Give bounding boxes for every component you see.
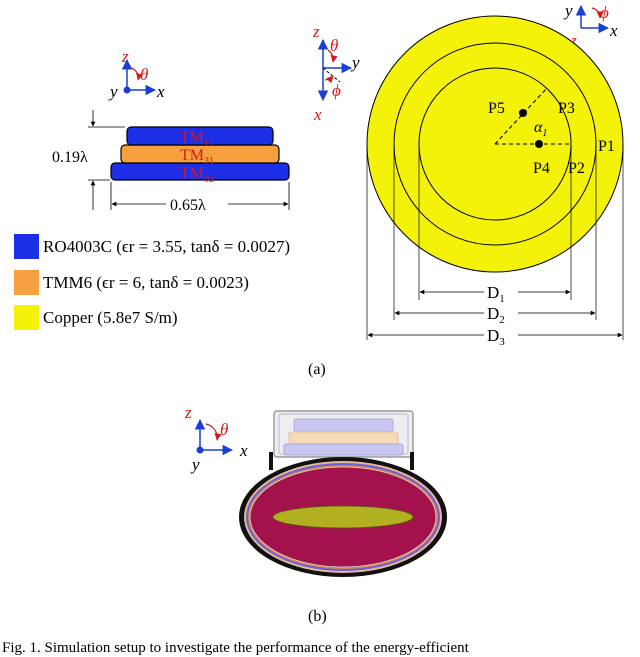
height-label: 0.19λ (52, 149, 88, 166)
legend-swatch-blue (14, 234, 39, 259)
axes-right: y ϕ z x (563, 1, 618, 49)
figure-canvas: z θ y x TM11 TM31 TM02 0.19λ 0.65λ RO400… (14, 1, 624, 625)
dim-label-d2: D2 (487, 304, 505, 326)
figure-caption: Fig. 1. Simulation setup to investigate … (2, 640, 469, 656)
width-label: 0.65λ (170, 197, 206, 214)
theta-label: θ (330, 36, 338, 55)
port-p5-dot (519, 109, 527, 117)
body-phantom-model (239, 410, 447, 577)
layer-middle-faded (288, 431, 399, 445)
angle-label-alpha: α1 (534, 119, 547, 139)
axes-middle: z θ y ϕ x (312, 22, 360, 124)
port-label-p5: P5 (488, 100, 505, 117)
y-label: y (563, 1, 573, 20)
axes-left: z θ y x (108, 47, 165, 101)
x-label: x (609, 21, 618, 40)
port-p4-dot (535, 140, 543, 148)
theta-arc (205, 423, 222, 441)
panel-label-b: (b) (308, 608, 327, 625)
phantom-inner-organ (272, 505, 414, 529)
port-label-p2: P2 (568, 160, 585, 177)
mode-label-middle: TM31 (180, 147, 214, 167)
phi-arc (324, 75, 334, 84)
layer-top-ro4003c (126, 126, 274, 146)
phi-label: ϕ (332, 81, 341, 100)
z-label: z (570, 33, 577, 49)
y-label: y (108, 82, 118, 101)
legend-text-ro4003c: RO4003C (ϵr = 3.55, tanδ = 0.0027) (43, 237, 290, 256)
theta-arc (327, 49, 338, 63)
support-post-left (269, 452, 273, 470)
x-label: x (239, 441, 248, 460)
z-label: z (312, 22, 320, 41)
theta-label: θ (220, 420, 228, 439)
y-label: y (190, 455, 200, 474)
phi-ray (322, 67, 341, 83)
x-label: x (156, 82, 165, 101)
legend-text-tmm6: TMM6 (ϵr = 6, tanδ = 0.0023) (43, 273, 249, 292)
y-label: y (350, 53, 360, 72)
dim-label-d3: D3 (487, 326, 505, 348)
phi-arc (591, 7, 604, 19)
port-label-p1: P1 (598, 138, 615, 155)
mode-label-bottom: TM02 (180, 165, 214, 185)
axes-b: z θ y x (184, 403, 248, 474)
material-legend: RO4003C (ϵr = 3.55, tanδ = 0.0027) TMM6 … (14, 234, 290, 330)
z-label: z (184, 403, 192, 422)
port-label-p4: P4 (533, 160, 550, 177)
legend-swatch-orange (14, 270, 39, 295)
panel-label-a: (a) (308, 361, 326, 378)
x-label: x (313, 105, 322, 124)
layer-top-faded (293, 418, 394, 433)
phi-label: ϕ (600, 3, 609, 22)
port-label-p3: P3 (558, 100, 575, 117)
dim-label-d1: D1 (487, 283, 505, 305)
legend-swatch-yellow (14, 305, 39, 330)
theta-arc (130, 67, 144, 81)
legend-text-copper: Copper (5.8e7 S/m) (43, 308, 178, 327)
z-label: z (121, 47, 129, 66)
dielectric-stack: TM11 TM31 TM02 0.19λ 0.65λ (52, 110, 290, 214)
top-view: P5 P3 P1 P4 P2 α1 D1 D2 D3 (366, 15, 624, 348)
support-post-right (410, 452, 414, 470)
layer-bottom-faded (283, 443, 404, 456)
mode-label-top: TM11 (180, 129, 214, 149)
theta-label: θ (140, 65, 148, 84)
